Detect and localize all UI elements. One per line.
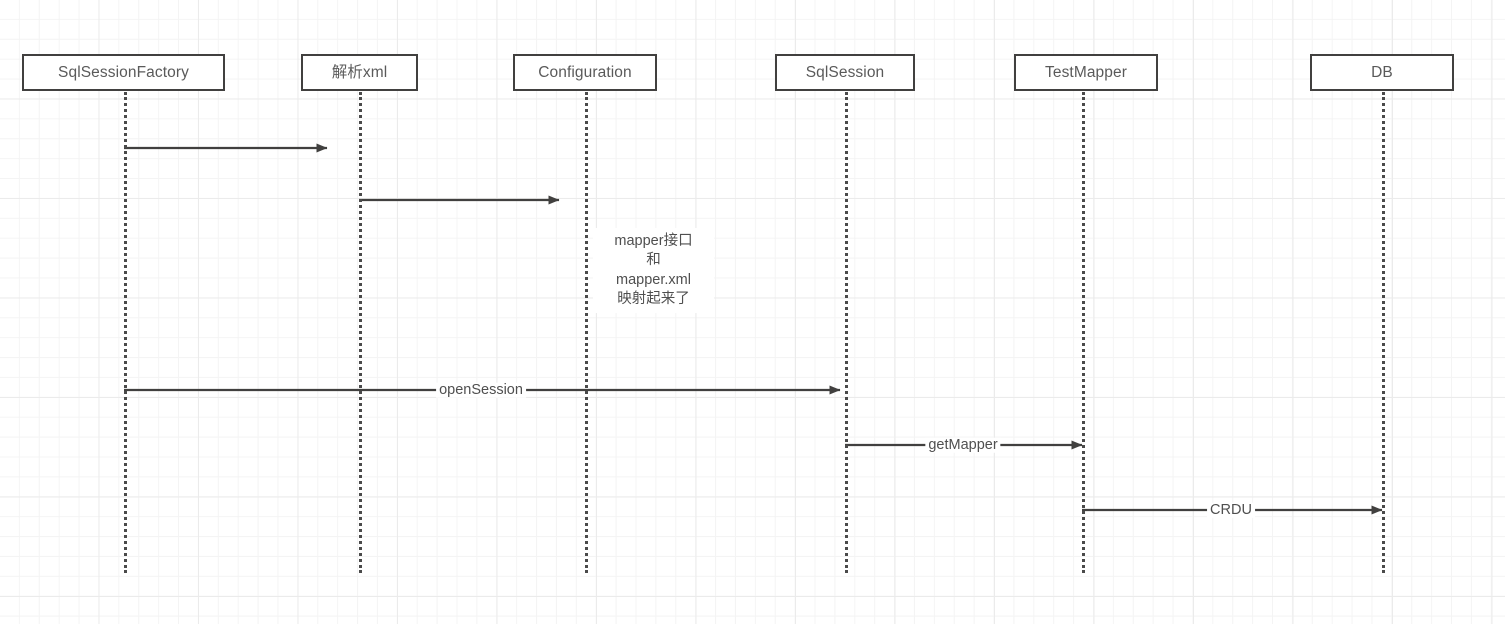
participant-parse-xml[interactable]: 解析xml [301, 54, 418, 91]
lifeline-configuration [585, 92, 588, 573]
participant-label: 解析xml [331, 63, 388, 81]
participant-label: SqlSessionFactory [58, 63, 189, 81]
message-arrows [124, 143, 1383, 515]
participant-label: TestMapper [1045, 63, 1127, 81]
note-line: mapper.xml [616, 271, 691, 288]
participant-label: DB [1371, 63, 1393, 81]
message-label-crdu: CRDU [1207, 503, 1255, 518]
participant-db[interactable]: DB [1310, 54, 1454, 91]
participant-label: SqlSession [805, 63, 885, 81]
lifeline-sqlsessionfactory [124, 92, 127, 573]
note-mapper-binding[interactable]: mapper接口 和 mapper.xml 映射起来了 [593, 228, 714, 313]
lifeline-testmapper [1082, 92, 1085, 573]
lifeline-db [1382, 92, 1385, 573]
lifeline-parse-xml [359, 92, 362, 573]
note-line: 映射起来了 [617, 290, 690, 307]
participant-sqlsession[interactable]: SqlSession [775, 54, 915, 91]
message-label-open-session: openSession [436, 383, 526, 398]
note-text: mapper接口 和 mapper.xml 映射起来了 [593, 228, 714, 313]
participant-configuration[interactable]: Configuration [513, 54, 657, 91]
lifeline-sqlsession [845, 92, 848, 573]
participant-testmapper[interactable]: TestMapper [1014, 54, 1158, 91]
note-line: 和 [646, 252, 661, 269]
note-line: mapper接口 [614, 233, 693, 250]
message-label-get-mapper: getMapper [925, 438, 1001, 453]
participant-label: Configuration [538, 63, 632, 81]
participant-sqlsessionfactory[interactable]: SqlSessionFactory [22, 54, 225, 91]
